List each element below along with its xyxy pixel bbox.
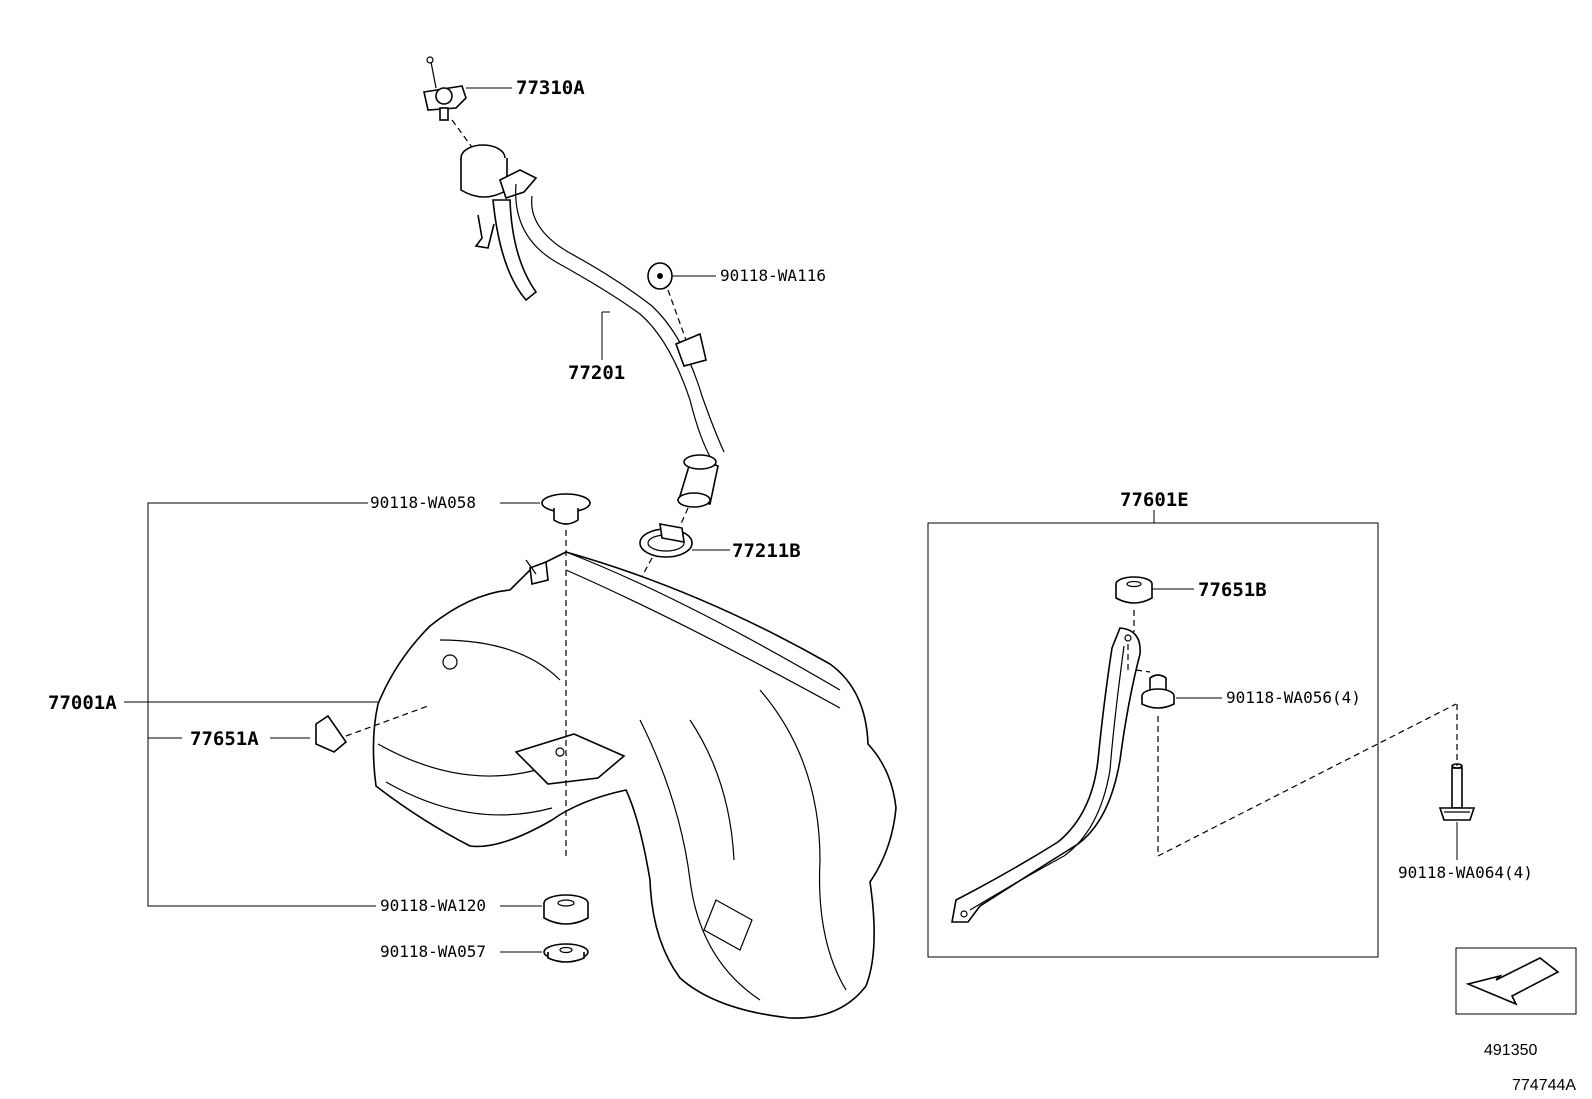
- hose-clamp-part: [639, 523, 693, 558]
- label-clamp: 77211B: [732, 540, 801, 562]
- orientation-arrow-icon: [1465, 957, 1560, 1006]
- fuel-tank-part: [372, 551, 897, 1019]
- band-kit-box: [927, 522, 1379, 958]
- bolt-part-top: [647, 262, 673, 290]
- corner-ref: 774744A: [1512, 1077, 1576, 1094]
- band-bolt-part: [1438, 763, 1476, 821]
- band-cushion-part: [1115, 576, 1153, 604]
- filler-pipe-part: [460, 144, 725, 508]
- fuel-cap-part: [423, 56, 467, 121]
- label-nut-lower: 90118-WA057: [380, 942, 486, 961]
- cushion-part-lower: [543, 894, 589, 925]
- band-nut-part: [1141, 674, 1175, 709]
- label-band-cushion: 77651B: [1198, 579, 1267, 601]
- label-cushion-lower: 90118-WA120: [380, 896, 486, 915]
- plug-part-top: [541, 493, 591, 525]
- label-fuel-cap: 77310A: [516, 77, 585, 99]
- label-plug-top: 90118-WA058: [370, 493, 476, 512]
- label-pad: 77651A: [190, 728, 259, 750]
- label-bolt-top: 90118-WA116: [720, 266, 826, 285]
- label-filler-pipe: 77201: [568, 362, 625, 384]
- label-band-kit: 77601E: [1120, 489, 1189, 511]
- label-band-nut: 90118-WA056(4): [1226, 688, 1361, 707]
- nut-part-lower: [543, 943, 589, 963]
- label-band-bolt: 90118-WA064(4): [1398, 863, 1533, 882]
- corner-code: 491350: [1484, 1042, 1537, 1059]
- pad-part: [315, 714, 348, 753]
- orientation-box: [1455, 947, 1577, 1015]
- label-tank: 77001A: [48, 692, 117, 714]
- tank-band-part: [951, 627, 1141, 923]
